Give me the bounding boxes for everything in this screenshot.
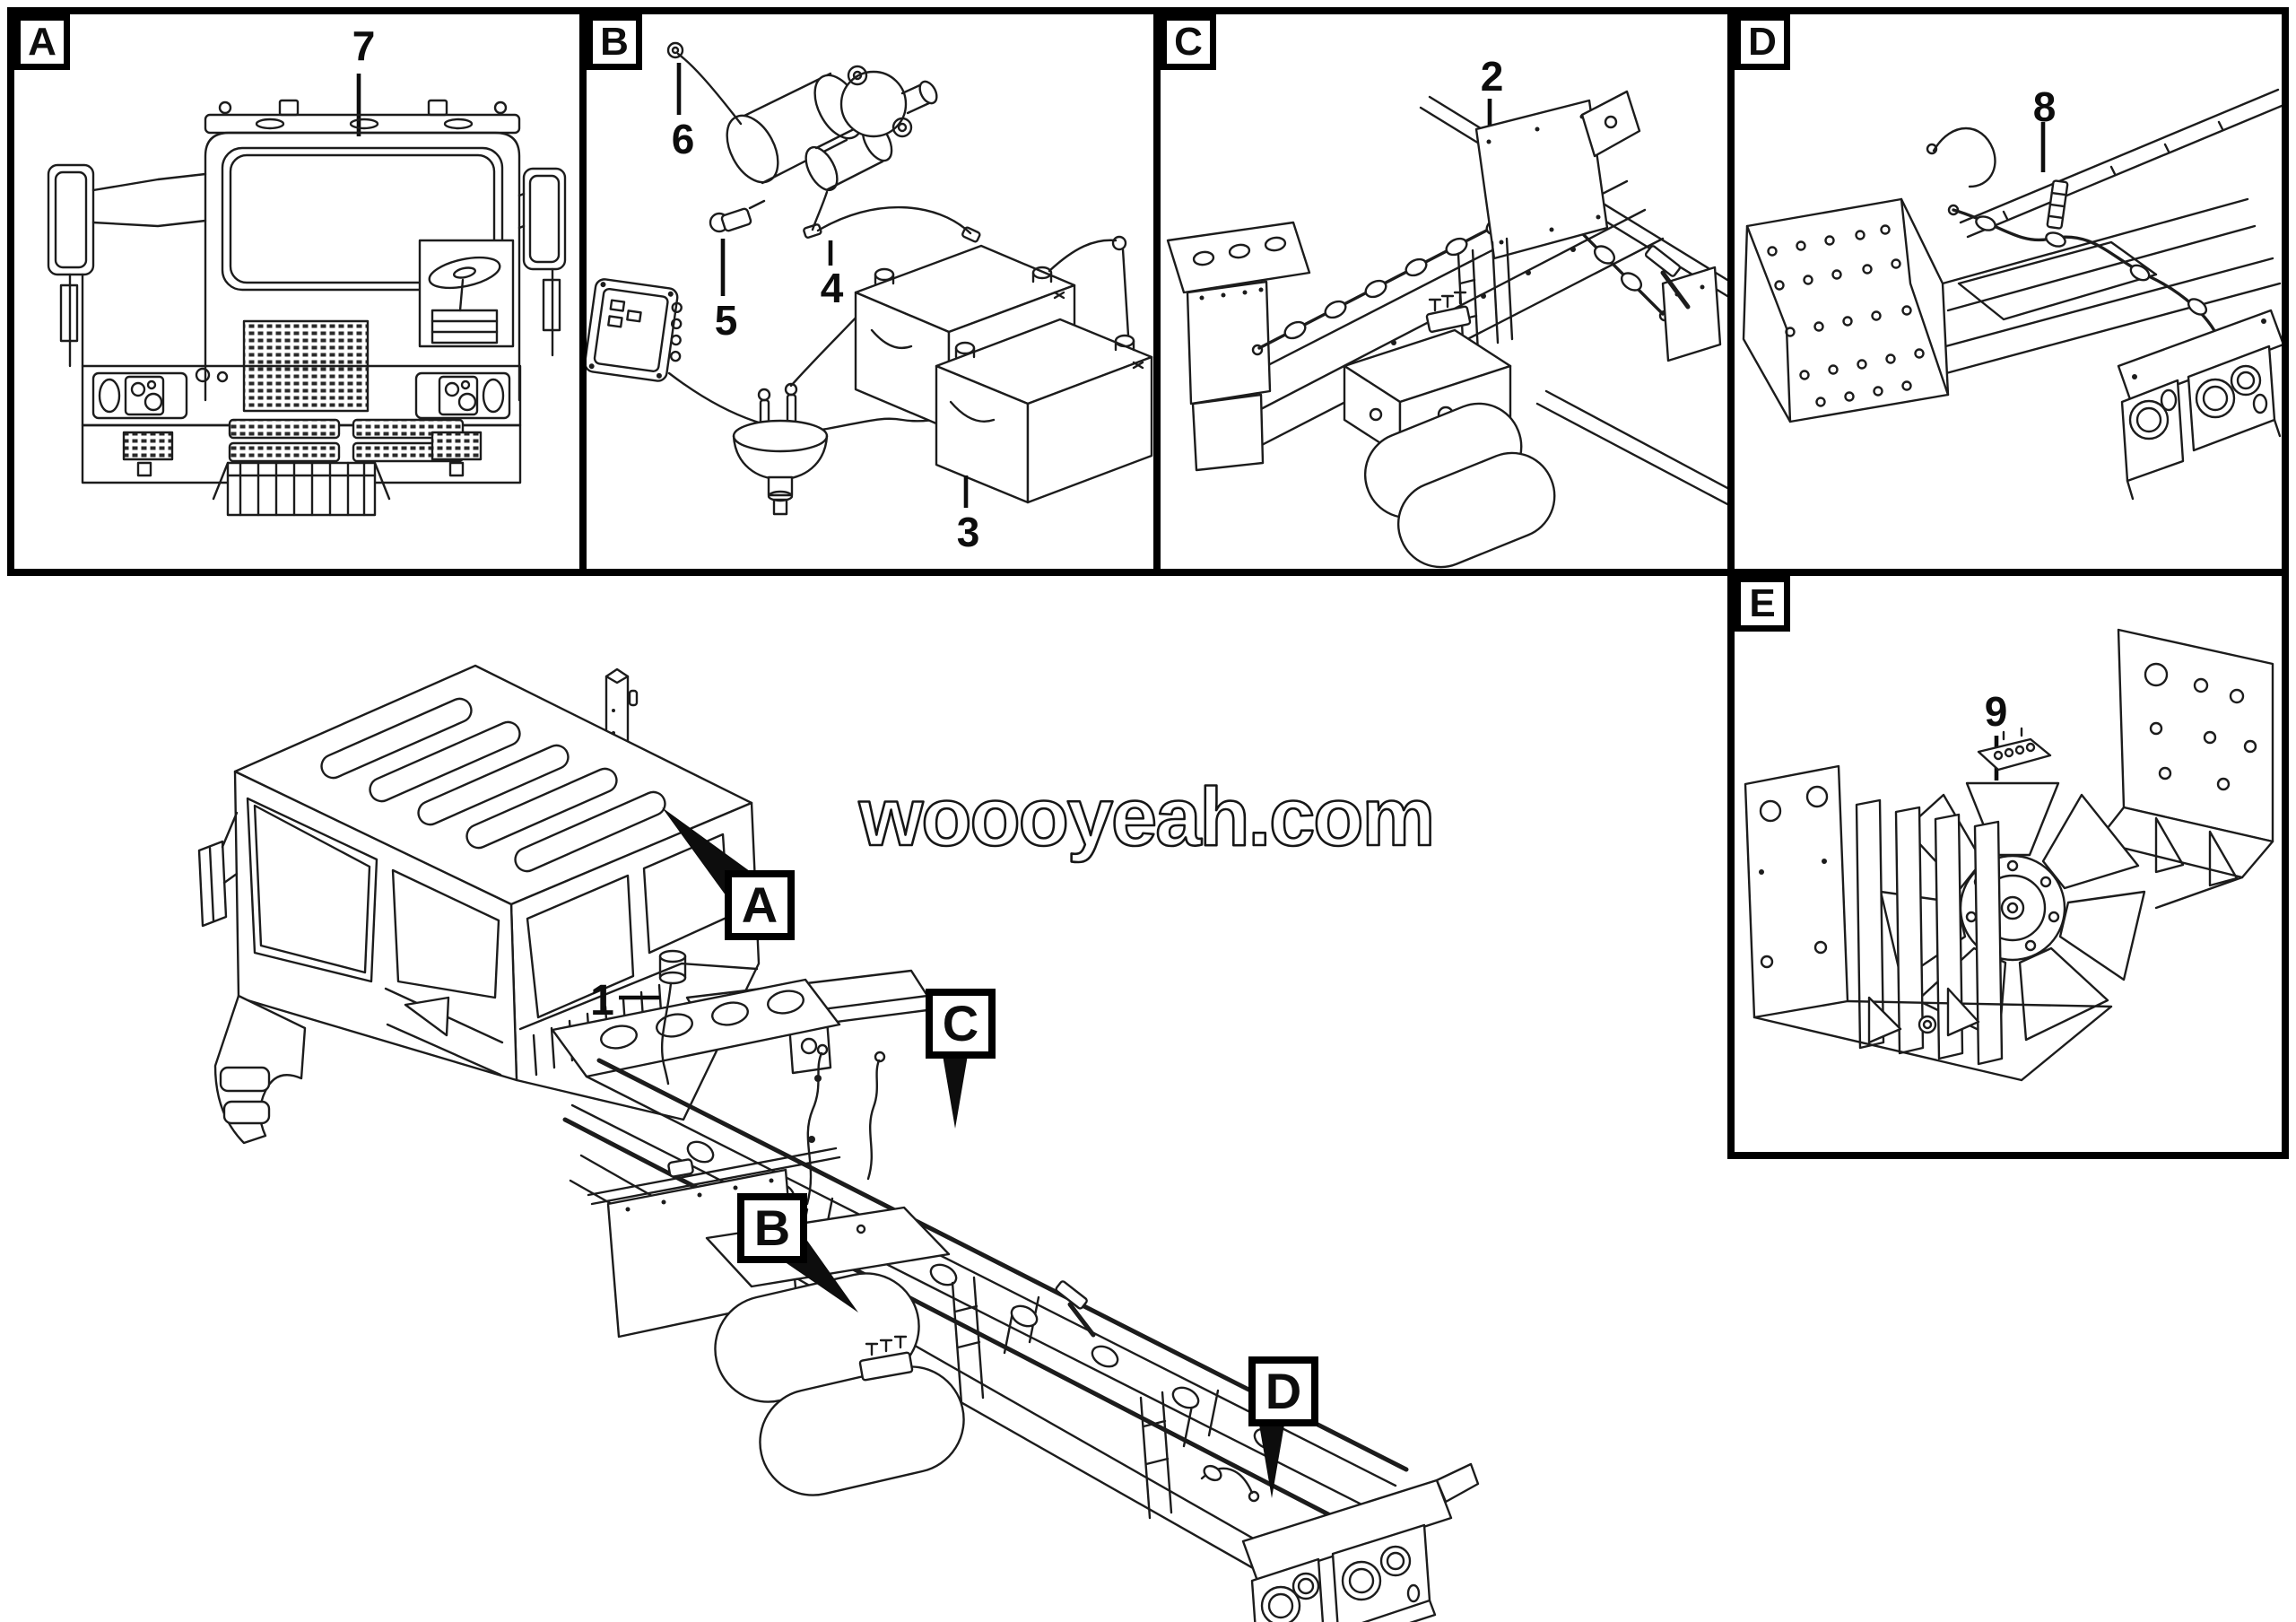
main-label-c: C [926, 989, 996, 1059]
panel-e: E 9 [1727, 569, 2289, 1159]
callout-6: 6 [671, 116, 695, 162]
callout-9: 9 [1984, 688, 2008, 735]
horn-cluster-group [1744, 628, 2274, 1082]
panel-b: B 6 5 4 3 [579, 7, 1161, 576]
panel-b-corner-label: B [587, 14, 642, 70]
cab-front-group [47, 74, 567, 517]
callout-7: 7 [352, 22, 376, 69]
callout-3: 3 [956, 509, 980, 555]
panel-c-corner-label: C [1161, 14, 1216, 70]
main-isometric-group: woooyeah.com [197, 664, 1480, 1622]
panel-d-corner-label: D [1735, 14, 1790, 70]
main-label-a: A [725, 870, 795, 940]
panel-c: C 2 [1153, 7, 1735, 576]
hammer-icon-main [1055, 1280, 1096, 1338]
rear-chassis-drawing [1742, 88, 2282, 501]
junction-block [587, 278, 683, 382]
chassis-harness-drawing [1166, 90, 1727, 569]
main-isometric-drawing: woooyeah.com [197, 664, 1480, 1622]
callout-8: 8 [2032, 83, 2057, 130]
battery-2 [935, 318, 1153, 504]
panel-e-corner-label: E [1735, 576, 1790, 632]
main-label-c-pointer [943, 1055, 968, 1129]
callout-1: 1 [590, 977, 614, 1025]
callout-4: 4 [820, 265, 844, 311]
battery-wiring-drawing [587, 41, 1153, 516]
main-label-d: D [1248, 1356, 1318, 1426]
rear-chassis-group [1742, 88, 2282, 501]
valve-block [1425, 291, 1472, 333]
horn-cluster-drawing [1744, 628, 2274, 1082]
watermark: woooyeah.com [858, 772, 1434, 863]
panel-d: D 8 [1727, 7, 2289, 576]
battery-wiring-group [587, 41, 1153, 516]
panel-a: A 7 [7, 7, 587, 576]
callout-5: 5 [714, 297, 738, 344]
cab-harness-connector [619, 949, 687, 1086]
horn [732, 382, 829, 516]
panel-a-corner-label: A [14, 14, 70, 70]
chassis-harness-group [1166, 90, 1727, 569]
main-label-d-pointer [1259, 1425, 1284, 1498]
main-label-b: B [737, 1193, 807, 1263]
starter-motor [726, 65, 938, 192]
callout-2: 2 [1480, 53, 1504, 100]
hammer-icon [1644, 245, 1691, 310]
cab-front-view-drawing [47, 74, 567, 517]
